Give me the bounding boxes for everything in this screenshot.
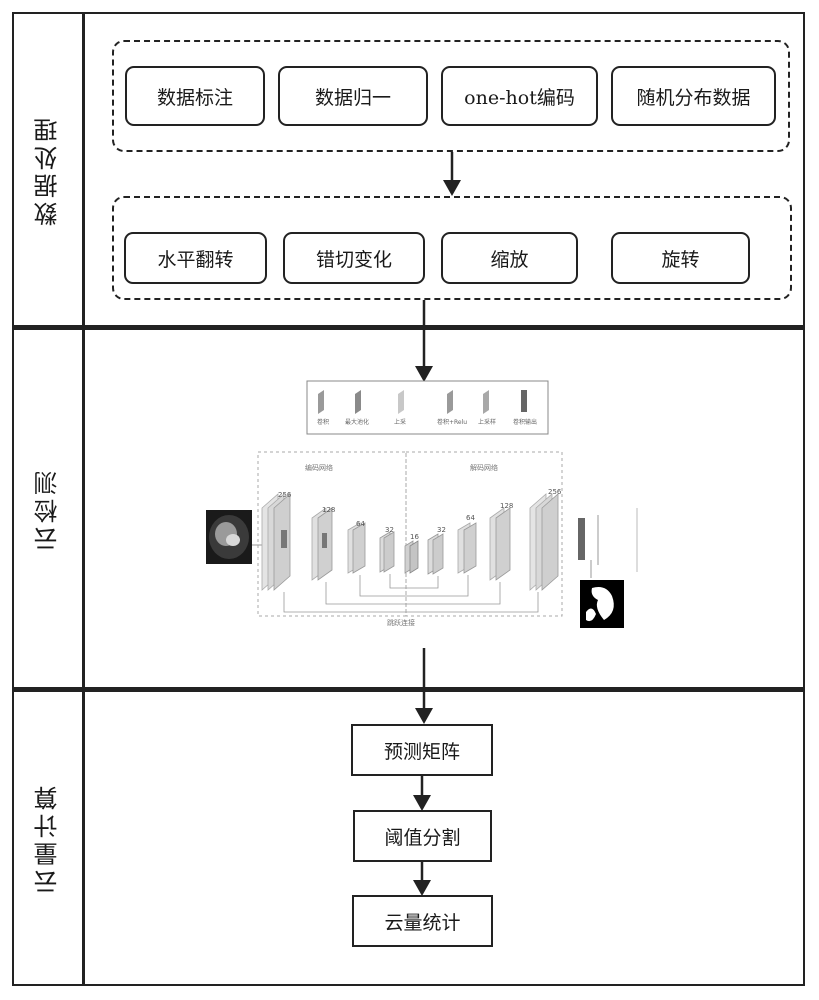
arrow-head (413, 795, 431, 811)
preprocess-step: one-hot编码 (441, 66, 598, 126)
bottleneck-block (404, 540, 419, 574)
arrow-head (443, 180, 461, 196)
augment-group (112, 196, 792, 300)
encoder-label: 编码网络 (305, 463, 333, 472)
channel-label: 32 (385, 526, 394, 534)
calc-step: 预测矩阵 (351, 724, 493, 776)
channel-label: 256 (548, 488, 562, 496)
channel-label: 64 (356, 520, 365, 528)
augment-step: 水平翻转 (124, 232, 267, 284)
decoder-region (405, 451, 563, 617)
decoder-blocks (427, 493, 559, 591)
augment-step: 旋转 (611, 232, 750, 284)
calc-step: 云量统计 (352, 895, 493, 947)
calc-step: 阈值分割 (353, 810, 492, 862)
network-legend: 卷积 最大池化 上采 卷积+Relu 上采样 卷积输出 (306, 380, 549, 435)
channel-label: 64 (466, 514, 475, 522)
channel-label: 128 (500, 502, 513, 510)
decoder-label: 解码网络 (470, 463, 498, 472)
legend-label: 最大池化 (345, 418, 369, 426)
section-divider-2 (12, 687, 805, 692)
section-divider-1 (12, 325, 805, 330)
augment-step: 错切变化 (283, 232, 425, 284)
channel-label: 256 (278, 491, 292, 499)
augment-step: 缩放 (441, 232, 578, 284)
skip-connections (283, 574, 539, 613)
channel-label: 32 (437, 526, 446, 534)
channel-label: 128 (322, 506, 335, 514)
arrow-head (415, 366, 433, 382)
legend-label: 上采 (394, 418, 406, 426)
arrow-head (413, 880, 431, 896)
input-sky-image (206, 510, 252, 564)
preprocess-step: 随机分布数据 (611, 66, 776, 126)
output-mask-image (580, 580, 624, 628)
legend-label: 上采样 (478, 418, 496, 426)
encoder-blocks (261, 493, 395, 591)
diagram-frame (12, 12, 805, 986)
legend-label: 卷积+Relu (437, 418, 467, 426)
preprocess-step: 数据归一 (278, 66, 428, 126)
legend-label: 卷积输出 (513, 418, 537, 426)
output-conv (578, 518, 585, 560)
label-column-divider (82, 12, 85, 986)
preprocess-group (112, 40, 790, 152)
legend-label: 卷积 (317, 418, 329, 426)
channel-label: 16 (410, 533, 419, 541)
preprocess-step: 数据标注 (125, 66, 265, 126)
skip-label: 跳跃连接 (387, 618, 415, 627)
arrow-head (415, 708, 433, 724)
